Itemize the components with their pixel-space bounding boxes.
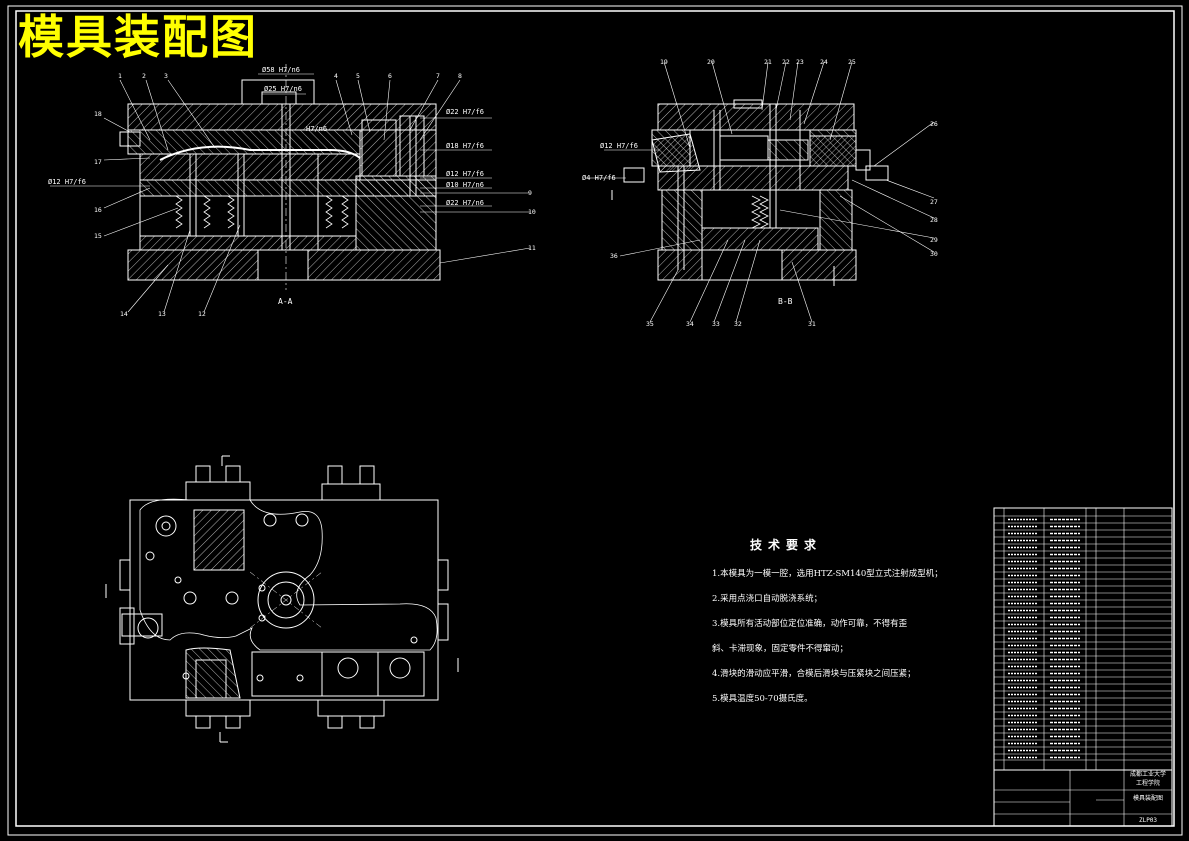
tolerance-label-11: H7/n6 (306, 125, 327, 133)
section-b-balloon: 19 (660, 58, 668, 66)
section-a-balloon: 13 (158, 310, 166, 318)
tolerance-label-7: Ø22 H7/n6 (446, 199, 484, 207)
title-block-text: 成都工业大学 工程学院 模具装配图 ZLP03 (1130, 770, 1166, 824)
outer-frame (7, 5, 1183, 836)
section-b-balloon: 31 (808, 320, 816, 328)
section-a-balloon: 5 (356, 72, 360, 80)
section-b-b-leaders (586, 61, 935, 323)
parts-list-table (993, 507, 1173, 827)
section-a-balloon: 17 (94, 158, 102, 166)
tolerance-label-6: Ø10 H7/n6 (446, 181, 484, 189)
tolerance-labels: Ø58 H7/n6 Ø25 H7/n6 Ø22 H7/f6 Ø18 H7/f6 … (48, 66, 638, 207)
section-a-balloon: 9 (528, 189, 532, 197)
section-a-balloon: 8 (458, 72, 462, 80)
section-b-balloon: 36 (610, 252, 618, 260)
section-a-label: A-A (278, 297, 293, 306)
section-a-balloon: 6 (388, 72, 392, 80)
tolerance-label-3: Ø22 H7/f6 (446, 108, 484, 116)
section-b-balloon: 22 (782, 58, 790, 66)
section-b-balloon: 26 (930, 120, 938, 128)
section-a-balloon: 7 (436, 72, 440, 80)
section-b-balloon: 20 (707, 58, 715, 66)
section-a-a-leaders (50, 73, 531, 313)
requirement-line-5: 4.滑块的滑动应平滑，合模后滑块与压紧块之间压紧； (712, 669, 916, 679)
section-a-balloon: 3 (164, 72, 168, 80)
tolerance-label-9: Ø12 H7/f6 (600, 142, 638, 150)
section-b-balloon: 21 (764, 58, 772, 66)
section-b-balloon: 24 (820, 58, 828, 66)
section-b-balloon: 27 (930, 198, 938, 206)
tolerance-label-10: Ø4 H7/f6 (582, 174, 616, 182)
requirement-line-1: 1.本模具为一模一腔，选用HTZ-SM140型立式注射成型机； (712, 569, 943, 579)
section-a-balloon: 16 (94, 206, 102, 214)
requirement-line-4: 斜、卡滞现象，固定零件不得窜动； (712, 644, 849, 654)
drawing-title: 模具装配图 (18, 10, 258, 64)
technical-requirements-heading: 技术要求 (750, 538, 823, 552)
section-b-label: B-B (778, 297, 793, 306)
section-a-a-view (119, 64, 441, 290)
title-block-drawing-name: 模具装配图 (1133, 794, 1163, 802)
tolerance-label-4: Ø18 H7/f6 (446, 142, 484, 150)
plan-view (105, 455, 459, 743)
tolerance-label-5: Ø12 H7/f6 (446, 170, 484, 178)
section-a-balloon: 18 (94, 110, 102, 118)
section-a-balloon: 4 (334, 72, 338, 80)
section-a-balloon: 1 (118, 72, 122, 80)
section-b-balloon: 28 (930, 216, 938, 224)
title-block-drawing-no: ZLP03 (1139, 817, 1157, 824)
section-b-balloon: 33 (712, 320, 720, 328)
requirement-line-3: 3.模具所有活动部位定位准确，动作可靠，不得有歪 (712, 619, 908, 629)
section-a-balloon: 15 (94, 232, 102, 240)
section-b-balloon: 23 (796, 58, 804, 66)
section-a-balloon: 11 (528, 244, 536, 252)
tolerance-label-2: Ø25 H7/n6 (264, 85, 302, 93)
section-a-balloon: 12 (198, 310, 206, 318)
section-a-balloon: 10 (528, 208, 536, 216)
technical-requirements: 技术要求 1.本模具为一模一腔，选用HTZ-SM140型立式注射成型机； 2.采… (712, 536, 943, 719)
inner-frame (15, 10, 1175, 827)
section-b-balloon: 34 (686, 320, 694, 328)
tolerance-label-8: Ø12 H7/f6 (48, 178, 86, 186)
section-b-balloon: 30 (930, 250, 938, 258)
section-b-balloon: 29 (930, 236, 938, 244)
section-b-b-view (611, 99, 889, 286)
view-labels: A-A B-B (278, 297, 793, 306)
section-a-balloon: 2 (142, 72, 146, 80)
section-b-balloon: 35 (646, 320, 654, 328)
section-b-balloon: 32 (734, 320, 742, 328)
title-block-school: 成都工业大学 (1130, 770, 1166, 778)
section-b-balloon: 25 (848, 58, 856, 66)
tolerance-label-1: Ø58 H7/n6 (262, 66, 300, 74)
requirement-line-2: 2.采用点浇口自动脱浇系统； (712, 594, 823, 604)
section-a-balloon: 14 (120, 310, 128, 318)
requirement-line-6: 5.模具温度50-70摄氏度。 (712, 694, 813, 704)
title-block-dept: 工程学院 (1136, 779, 1160, 787)
bom-rows (994, 515, 1172, 759)
